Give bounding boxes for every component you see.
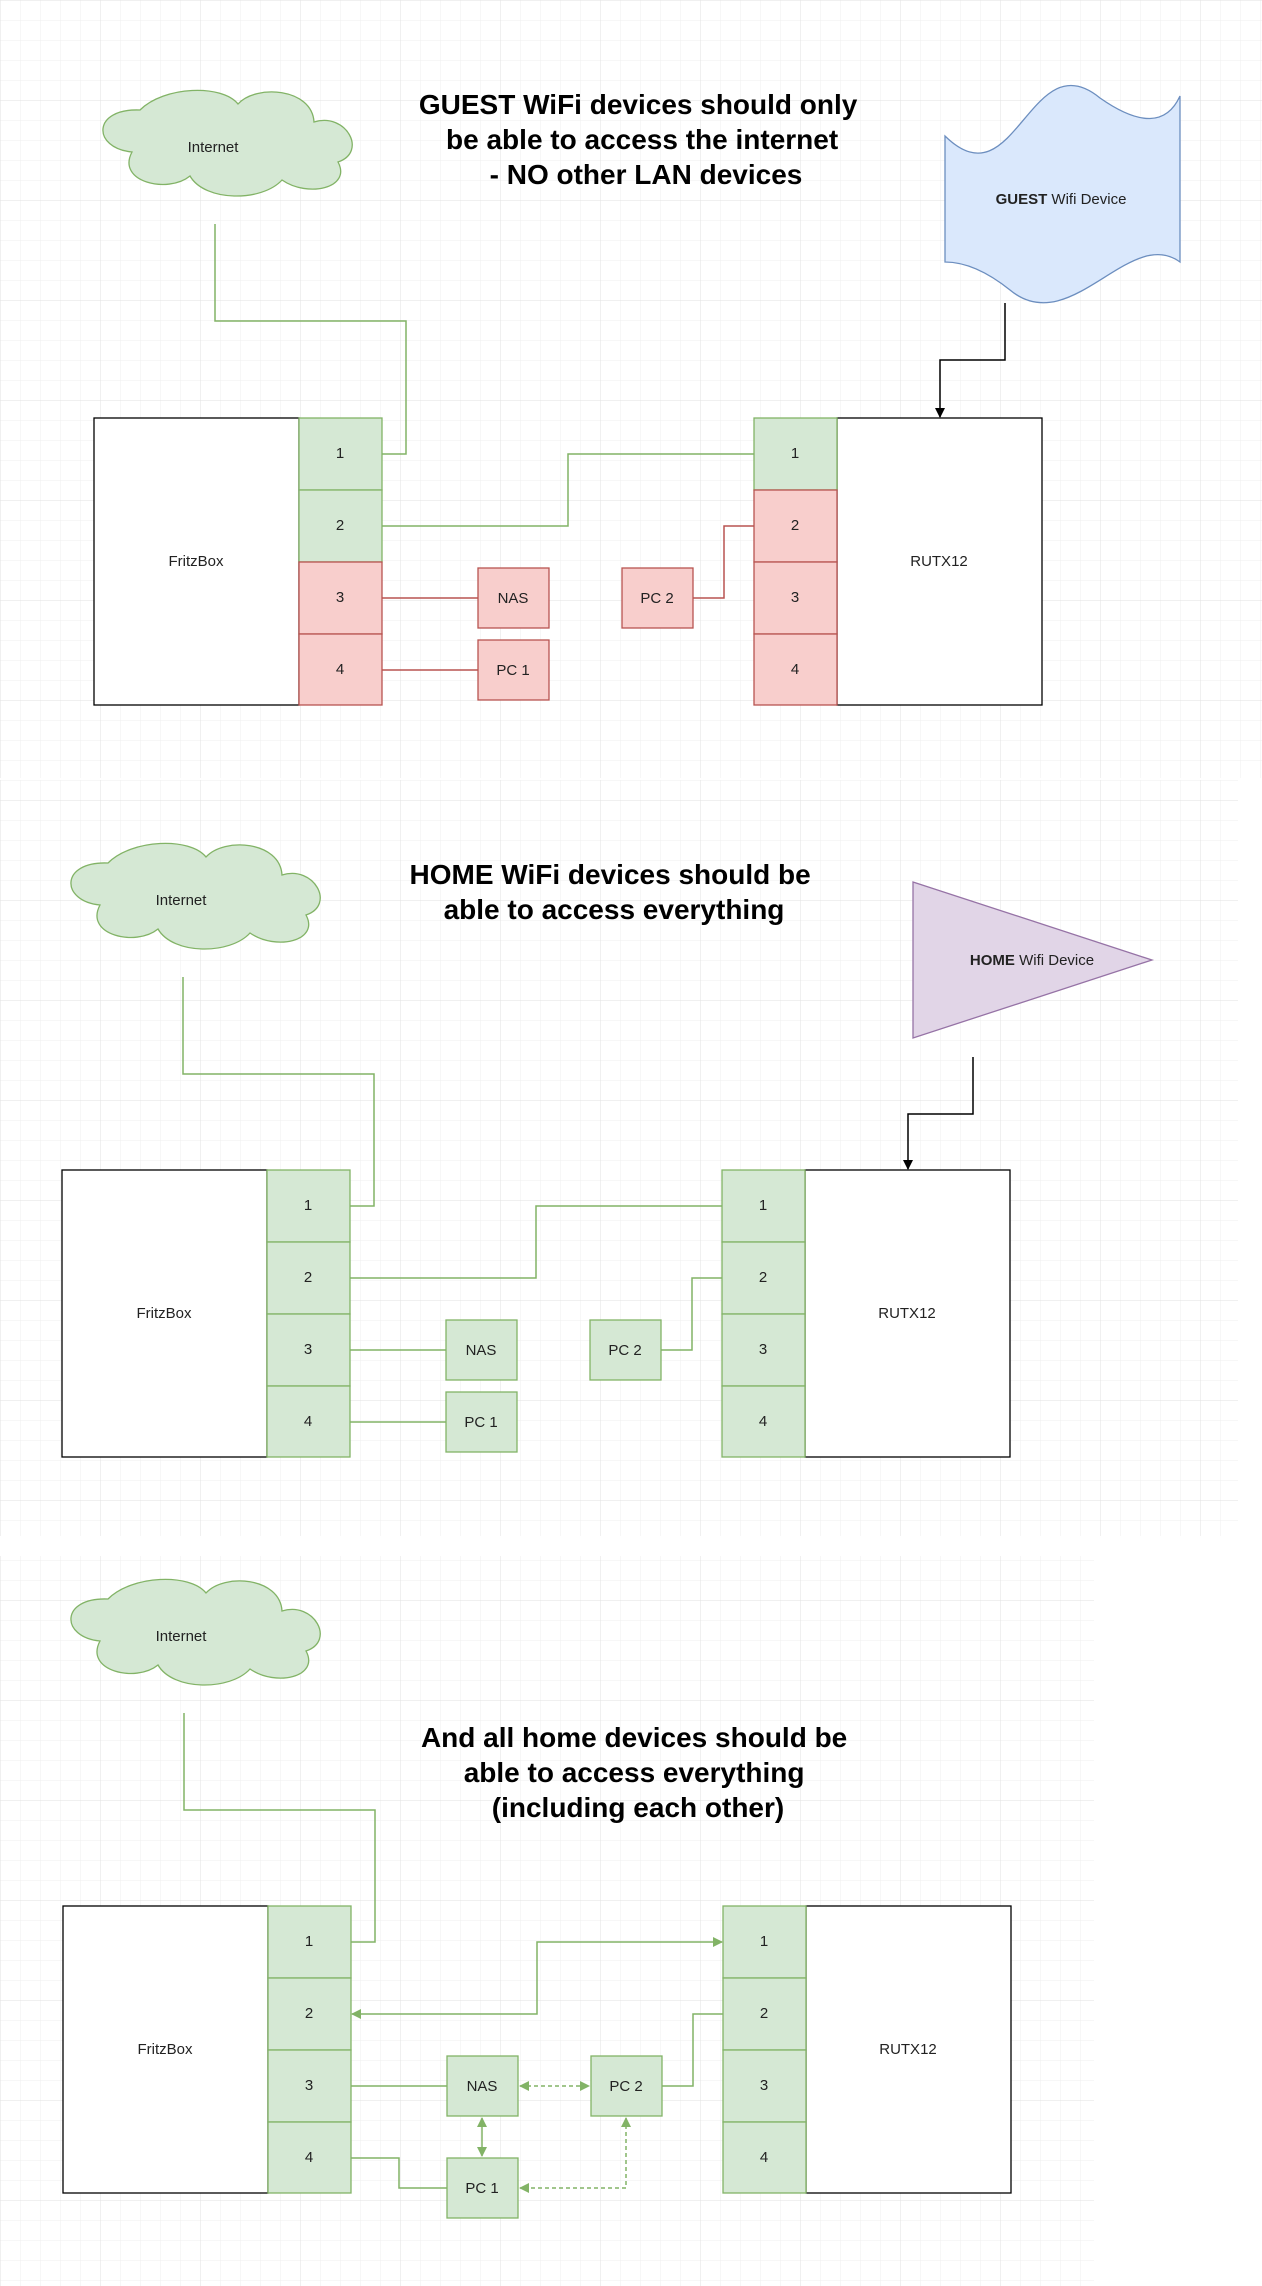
panel-guest: GUEST WiFi devices should only be able t… [93, 84, 1181, 706]
router-link [350, 1205, 722, 1279]
panel-title: And all home devices should be able to a… [421, 1722, 855, 1823]
internet-link [182, 977, 375, 1207]
port-label: 2 [336, 517, 344, 534]
guest-wifi-device-icon [944, 84, 1181, 304]
pc2-device [590, 2055, 663, 2117]
port-label: 4 [760, 2149, 768, 2166]
port-label: 4 [759, 1413, 767, 1430]
router-link [382, 453, 754, 527]
pc2-pc1-link [519, 2117, 631, 2193]
port-label: 2 [759, 1269, 767, 1286]
rutx12-port-1 [722, 1905, 807, 1979]
port-label: 3 [791, 589, 799, 606]
fritzbox-label: FritzBox [168, 553, 224, 570]
port-label: 3 [336, 589, 344, 606]
port-label: 1 [305, 1933, 313, 1950]
fritzbox-port-3 [298, 561, 383, 635]
rutx12-port-4 [753, 633, 838, 706]
pc2-device [621, 567, 694, 629]
port-label: 4 [305, 2149, 313, 2166]
rutx12-label: RUTX12 [910, 553, 968, 570]
fritzbox-port-4 [267, 2121, 352, 2194]
pc1-device [445, 1391, 518, 1453]
internet-cloud-icon [70, 1578, 321, 1686]
pc1-link [351, 2157, 447, 2189]
port-label: 1 [791, 445, 799, 462]
port-label: 2 [760, 2005, 768, 2022]
port-label: 4 [791, 661, 799, 678]
internet-label: Internet [156, 892, 208, 909]
home-wifi-device-icon [912, 881, 1155, 1039]
rutx12-router [805, 1905, 1012, 2194]
port-label: 1 [759, 1197, 767, 1214]
router-link-bidirectional [351, 1937, 723, 2019]
port-label: 4 [304, 1413, 312, 1430]
internet-link [214, 224, 407, 455]
wifi-link-arrow [935, 303, 1006, 418]
internet-cloud-icon [70, 842, 321, 950]
pc2-link [693, 525, 754, 599]
port-label: 2 [304, 1269, 312, 1286]
fritzbox-port-1 [267, 1905, 352, 1979]
rutx12-router [836, 417, 1043, 706]
internet-cloud-icon [102, 89, 353, 197]
fritzbox-label: FritzBox [136, 1305, 192, 1322]
fritzbox-router [93, 417, 300, 706]
panel-title: HOME WiFi devices should be able to acce… [410, 859, 819, 925]
panel-all-home: And all home devices should be able to a… [62, 1578, 1012, 2219]
wifi-device-label: HOME Wifi Device [970, 952, 1094, 969]
nas-device [446, 2055, 519, 2117]
pc2-label: PC 2 [608, 1342, 641, 1359]
panel-home: HOME WiFi devices should be able to acce… [61, 842, 1155, 1458]
nas-label: NAS [466, 1342, 497, 1359]
rutx12-port-4 [722, 2121, 807, 2194]
nas-label: NAS [498, 590, 529, 607]
port-label: 3 [760, 2077, 768, 2094]
port-label: 3 [759, 1341, 767, 1358]
internet-label: Internet [188, 139, 240, 156]
pc2-label: PC 2 [640, 590, 673, 607]
pc2-label: PC 2 [609, 2078, 642, 2095]
pc2-link [661, 1277, 722, 1351]
fritzbox-router [61, 1169, 268, 1458]
fritzbox-port-4 [266, 1385, 351, 1458]
port-label: 3 [304, 1341, 312, 1358]
port-label: 1 [760, 1933, 768, 1950]
pc1-label: PC 1 [464, 1414, 497, 1431]
rutx12-router [804, 1169, 1011, 1458]
port-label: 4 [336, 661, 344, 678]
fritzbox-port-2 [266, 1241, 351, 1315]
internet-label: Internet [156, 1628, 208, 1645]
fritzbox-port-4 [298, 633, 383, 706]
pc2-device [589, 1319, 662, 1381]
wifi-link-arrow [903, 1057, 974, 1170]
rutx12-label: RUTX12 [878, 1305, 936, 1322]
panel-title: GUEST WiFi devices should only be able t… [419, 89, 865, 190]
rutx12-port-2 [721, 1241, 806, 1315]
port-label: 3 [305, 2077, 313, 2094]
pc1-label: PC 1 [465, 2180, 498, 2197]
rutx12-port-3 [721, 1313, 806, 1387]
port-label: 1 [336, 445, 344, 462]
pc2-link [662, 2013, 723, 2087]
rutx12-port-4 [721, 1385, 806, 1458]
pc1-label: PC 1 [496, 662, 529, 679]
rutx12-label: RUTX12 [879, 2041, 937, 2058]
fritzbox-label: FritzBox [137, 2041, 193, 2058]
fritzbox-port-1 [298, 417, 383, 491]
rutx12-port-1 [721, 1169, 806, 1243]
port-label: 2 [305, 2005, 313, 2022]
wifi-device-label: GUEST Wifi Device [996, 191, 1127, 208]
pc1-device [446, 2157, 519, 2219]
port-label: 2 [791, 517, 799, 534]
port-label: 1 [304, 1197, 312, 1214]
nas-label: NAS [467, 2078, 498, 2095]
pc1-device [477, 639, 550, 701]
